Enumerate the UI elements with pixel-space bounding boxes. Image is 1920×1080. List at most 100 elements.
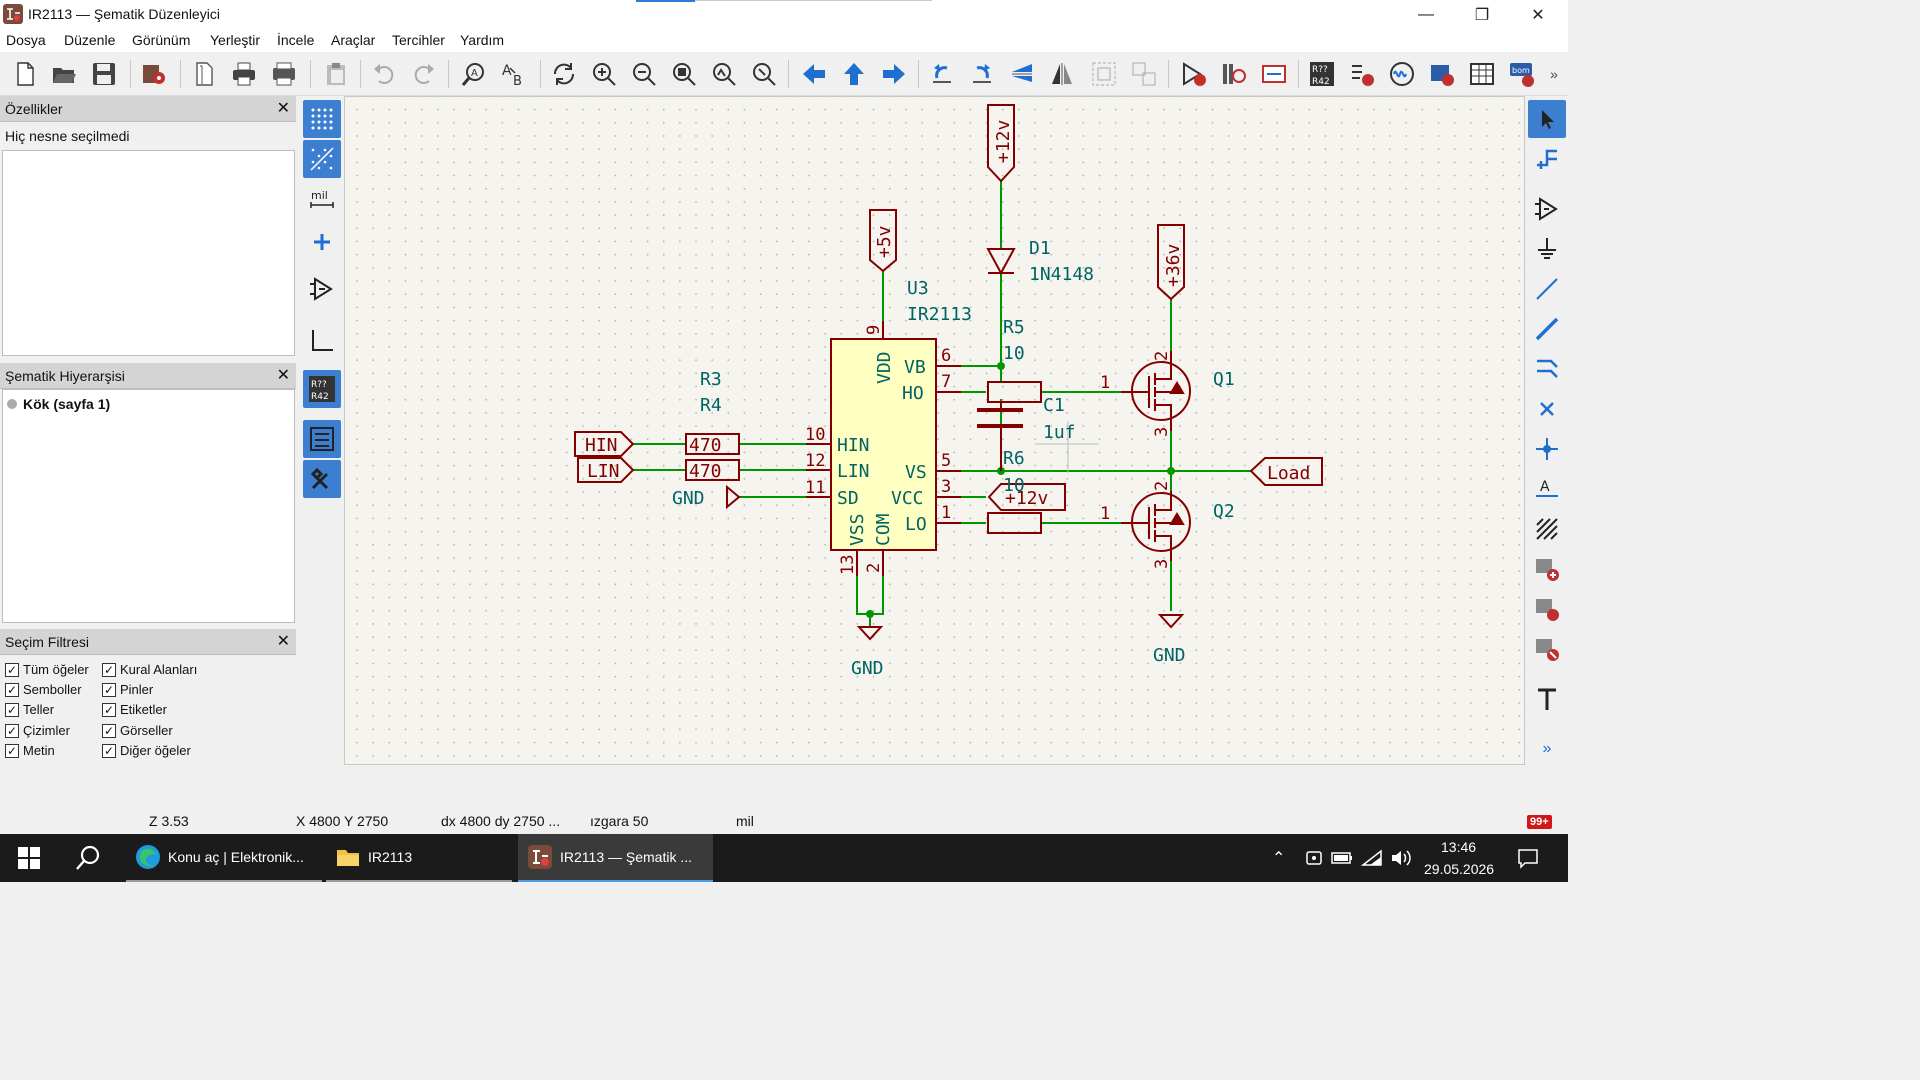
bom-table-icon[interactable] [1466, 58, 1498, 90]
rotate-ccw-icon[interactable] [926, 58, 958, 90]
save-icon[interactable] [88, 58, 120, 90]
zoom-selection-icon[interactable] [748, 58, 780, 90]
toolbar-overflow-icon[interactable]: » [1550, 66, 1558, 82]
add-wire-icon[interactable] [1528, 270, 1566, 308]
annotate-icon[interactable]: R??R42 [1306, 58, 1338, 90]
pcb-editor-icon[interactable] [1426, 58, 1458, 90]
symbol-library-browser-icon[interactable] [1218, 58, 1250, 90]
refresh-icon[interactable] [548, 58, 580, 90]
menu-place[interactable]: Yerleştir [210, 32, 261, 48]
add-rule-area-icon[interactable] [1528, 510, 1566, 548]
add-bus-icon[interactable] [1528, 310, 1566, 348]
navigate-forward-icon[interactable] [878, 58, 910, 90]
mirror-vertical-icon[interactable] [1006, 58, 1038, 90]
gnd-left-symbol[interactable] [726, 484, 741, 510]
power-12v-top-symbol[interactable] [987, 104, 1015, 183]
select-arrow-icon[interactable] [1528, 100, 1566, 138]
wifi-icon[interactable] [1360, 846, 1384, 870]
filter-pins[interactable]: ✓Pinler [102, 682, 154, 697]
menu-inspect[interactable]: İncele [277, 32, 315, 48]
tree-item-root[interactable]: Kök (sayfa 1) [7, 396, 110, 412]
mosfet-q2[interactable] [1121, 491, 1191, 561]
wire[interactable] [856, 576, 884, 615]
add-label-icon[interactable]: A [1528, 470, 1566, 508]
add-junction-icon[interactable] [1528, 430, 1566, 468]
menu-tools[interactable]: Araçlar [331, 32, 376, 48]
label-load-shape[interactable] [1249, 457, 1323, 486]
hidden-pins-icon[interactable] [303, 270, 341, 308]
symbol-editor-icon[interactable] [1178, 58, 1210, 90]
annotate-left-icon[interactable]: R??R42 [303, 370, 341, 408]
zoom-out-icon[interactable] [628, 58, 660, 90]
taskbar-file-explorer[interactable]: IR2113 [326, 834, 512, 882]
resistor-r3[interactable] [685, 433, 740, 455]
clock-time[interactable]: 13:46 [1441, 839, 1477, 855]
erc-icon[interactable] [1346, 58, 1378, 90]
ungroup-icon[interactable] [1128, 58, 1160, 90]
clock-date[interactable]: 29.05.2026 [1424, 861, 1495, 877]
filter-rule-areas[interactable]: ✓Kural Alanları [102, 662, 198, 677]
hierarchy-toggle-icon[interactable] [303, 420, 341, 458]
minimize-button[interactable]: — [1418, 6, 1434, 23]
volume-icon[interactable] [1388, 846, 1412, 870]
grid-overrides-icon[interactable] [303, 140, 341, 178]
add-hier-label-icon[interactable] [1528, 590, 1566, 628]
battery-icon[interactable] [1330, 846, 1354, 870]
label-hin-shape[interactable] [574, 431, 635, 457]
gnd-q2-symbol[interactable] [1157, 614, 1185, 629]
resistor-r6[interactable] [987, 512, 1042, 534]
bus-entry-icon[interactable] [1528, 350, 1566, 388]
navigate-up-icon[interactable] [838, 58, 870, 90]
filter-text[interactable]: ✓Metin [5, 743, 55, 758]
properties-toggle-icon[interactable] [303, 460, 341, 498]
grid-toggle-icon[interactable] [303, 100, 341, 138]
no-connect-icon[interactable] [1528, 390, 1566, 428]
close-icon[interactable]: ✕ [276, 367, 290, 384]
add-power-icon[interactable] [1528, 230, 1566, 268]
zoom-objects-icon[interactable] [708, 58, 740, 90]
line-mode-icon[interactable] [303, 322, 341, 360]
filter-images[interactable]: ✓Görseller [102, 723, 173, 738]
add-text-icon[interactable] [1528, 680, 1566, 718]
resistor-r4[interactable] [685, 459, 740, 481]
notifications-icon[interactable] [1516, 846, 1540, 870]
schematic-canvas[interactable]: +12v +5v +36v +12v HIN LIN Load 470 470 … [344, 96, 1525, 765]
schematic-setup-icon[interactable] [138, 58, 170, 90]
start-button[interactable] [18, 834, 40, 882]
add-global-label-icon[interactable] [1528, 550, 1566, 588]
plot-icon[interactable] [268, 58, 300, 90]
filter-all-items[interactable]: ✓Tüm öğeler [5, 662, 89, 677]
menu-preferences[interactable]: Tercihler [392, 32, 445, 48]
close-icon[interactable]: ✕ [276, 633, 290, 650]
new-file-icon[interactable] [9, 58, 41, 90]
power-12v-side-symbol[interactable] [987, 483, 1066, 511]
page-settings-icon[interactable] [188, 58, 220, 90]
filter-graphics[interactable]: ✓Çizimler [5, 723, 70, 738]
taskbar-edge-browser[interactable]: Konu aç | Elektronik... [126, 834, 322, 882]
tray-chevron-up-icon[interactable]: ⌃ [1272, 850, 1286, 867]
gnd-u3-symbol[interactable] [856, 626, 884, 641]
power-5v-symbol[interactable] [869, 209, 897, 273]
menu-view[interactable]: Görünüm [132, 32, 191, 48]
filter-other-items[interactable]: ✓Diğer öğeler [102, 743, 191, 758]
menu-edit[interactable]: Düzenle [64, 32, 116, 48]
close-icon[interactable]: ✕ [276, 100, 290, 117]
zoom-fit-icon[interactable] [668, 58, 700, 90]
taskbar-eeschema[interactable]: IR2113 — Şematik ... [518, 834, 713, 882]
filter-symbols[interactable]: ✓Semboller [5, 682, 82, 697]
open-folder-icon[interactable] [48, 58, 80, 90]
filter-wires[interactable]: ✓Teller [5, 702, 55, 717]
meet-now-icon[interactable] [1302, 846, 1326, 870]
power-36v-symbol[interactable] [1157, 224, 1185, 301]
right-toolbar-overflow-icon[interactable]: » [1542, 740, 1552, 757]
print-icon[interactable] [228, 58, 260, 90]
u3-body[interactable] [830, 338, 937, 551]
undo-icon[interactable] [368, 58, 400, 90]
close-window-button[interactable]: ✕ [1531, 7, 1545, 24]
diode-d1[interactable] [986, 248, 1016, 276]
units-mil-icon[interactable]: mil [303, 182, 341, 220]
find-icon[interactable]: A [458, 58, 490, 90]
maximize-button[interactable]: ❐ [1474, 7, 1490, 24]
add-sheet-pin-icon[interactable] [1528, 630, 1566, 668]
